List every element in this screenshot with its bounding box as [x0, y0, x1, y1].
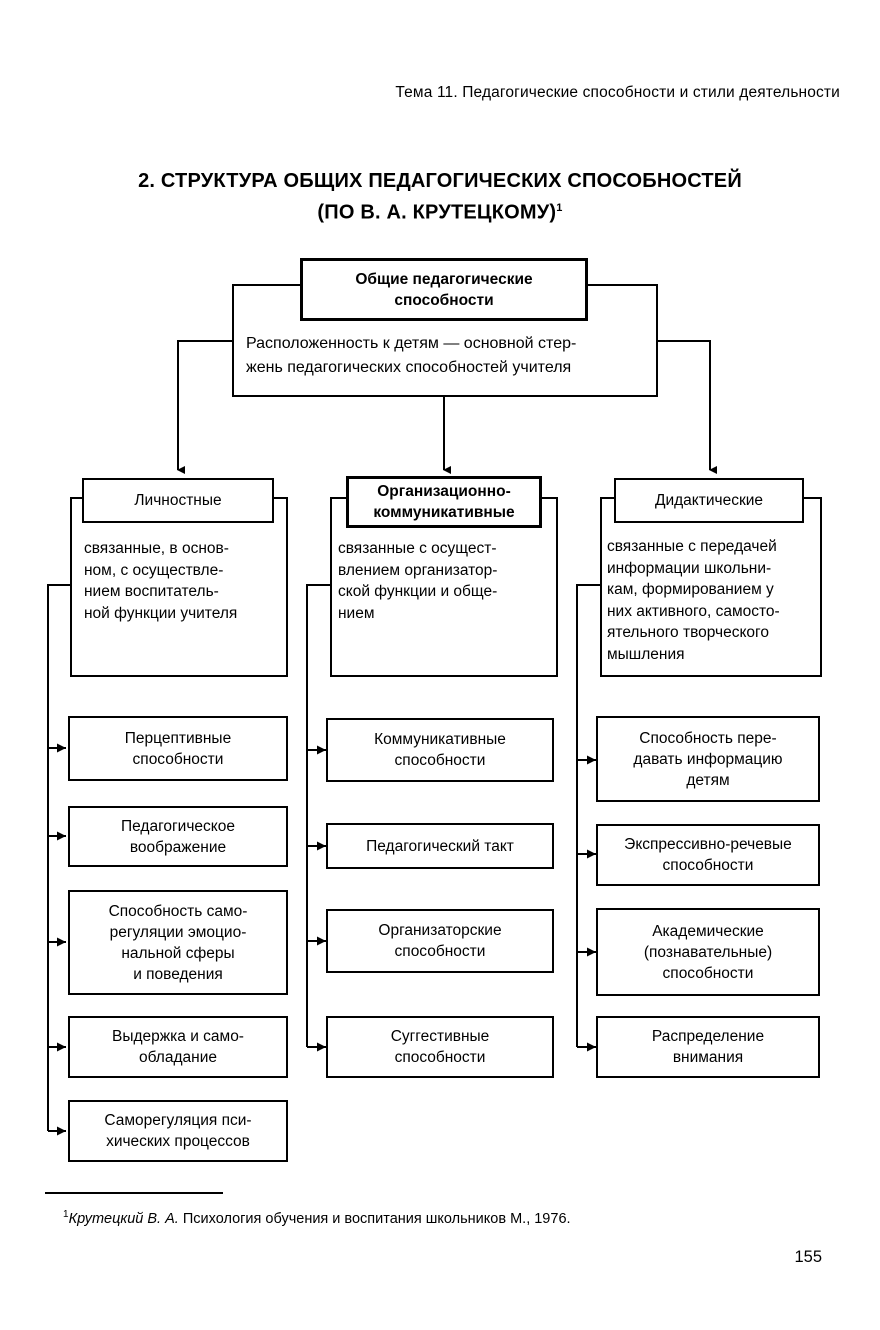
page-number: 155: [794, 1248, 822, 1266]
group-description-personal: связанные, в основ- ном, с осуществле- н…: [84, 540, 238, 622]
item-label: Способность пере- давать информацию детя…: [633, 729, 783, 789]
footnote-marker: 1: [63, 1209, 69, 1220]
footnote-text: Психология обучения и воспитания школьни…: [178, 1210, 571, 1227]
list-item[interactable]: Экспрессивно-речевые способности: [596, 824, 820, 886]
footnote: 1Крутецкий В. А. Психология обучения и в…: [63, 1205, 823, 1229]
root-title-box[interactable]: Общие педагогические способности: [300, 258, 588, 321]
item-label: Академические (познавательные) способнос…: [643, 922, 773, 982]
list-item[interactable]: Способность пере- давать информацию детя…: [596, 716, 820, 802]
list-item[interactable]: Способность само- регуляции эмоцио- наль…: [68, 890, 288, 995]
footnote-author: Крутецкий В. А.: [68, 1210, 179, 1227]
list-item[interactable]: Выдержка и само- обладание: [68, 1016, 288, 1078]
page-title: 2. СТРУКТУРА ОБЩИХ ПЕДАГОГИЧЕСКИХ СПОСОБ…: [60, 168, 820, 227]
page-title-line-1: 2. СТРУКТУРА ОБЩИХ ПЕДАГОГИЧЕСКИХ СПОСОБ…: [138, 170, 742, 192]
group-description-didactic: связанные с передачей информации школьни…: [607, 538, 780, 663]
column-head-organizational[interactable]: Организационно- коммуникативные: [346, 476, 542, 528]
item-label: Коммуникативные способности: [374, 731, 506, 769]
item-label: Педагогический такт: [366, 837, 514, 855]
column-head-didactic-label: Дидактические: [654, 492, 764, 509]
item-label: Перцептивные способности: [124, 729, 232, 768]
item-label: Экспрессивно-речевые способности: [624, 836, 792, 874]
page-title-line-2: (ПО В. А. КРУТЕЦКОМУ): [317, 201, 557, 224]
root-description: Расположенность к детям — основной стер-…: [246, 335, 577, 376]
list-item[interactable]: Педагогический такт: [326, 823, 554, 869]
column-head-didactic[interactable]: Дидактические: [614, 478, 804, 523]
list-item[interactable]: Перцептивные способности: [68, 716, 288, 781]
item-label: Организаторские способности: [378, 922, 502, 960]
list-item[interactable]: Коммуникативные способности: [326, 718, 554, 782]
column-head-personal[interactable]: Личностные: [82, 478, 274, 523]
item-label: Саморегуляция пси- хических процессов: [104, 1112, 252, 1150]
item-label: Способность само- регуляции эмоцио- наль…: [108, 902, 248, 983]
group-box-didactic: [600, 497, 822, 677]
item-label: Распределение внимания: [651, 1028, 765, 1066]
page-title-line-2-wrap: (ПО В. А. КРУТЕЦКОМУ)1: [60, 195, 820, 227]
root-title-text: Общие педагогические способности: [355, 270, 533, 309]
list-item[interactable]: Академические (познавательные) способнос…: [596, 908, 820, 996]
list-item[interactable]: Организаторские способности: [326, 909, 554, 973]
title-footnote-marker: 1: [556, 202, 563, 214]
column-head-organizational-label: Организационно- коммуникативные: [373, 483, 515, 521]
list-item[interactable]: Педагогическое воображение: [68, 806, 288, 867]
column-head-personal-label: Личностные: [134, 492, 222, 509]
list-item[interactable]: Суггестивные способности: [326, 1016, 554, 1078]
group-box-personal: [70, 497, 288, 677]
list-item[interactable]: Саморегуляция пси- хических процессов: [68, 1100, 288, 1162]
list-item[interactable]: Распределение внимания: [596, 1016, 820, 1078]
group-description-organizational: связанные с осущест- влением организатор…: [338, 540, 498, 622]
item-label: Суггестивные способности: [390, 1028, 490, 1066]
running-head: Тема 11. Педагогические способности и ст…: [395, 84, 840, 101]
item-label: Педагогическое воображение: [121, 817, 235, 856]
item-label: Выдержка и само- обладание: [112, 1028, 244, 1066]
footnote-separator: [45, 1192, 223, 1194]
